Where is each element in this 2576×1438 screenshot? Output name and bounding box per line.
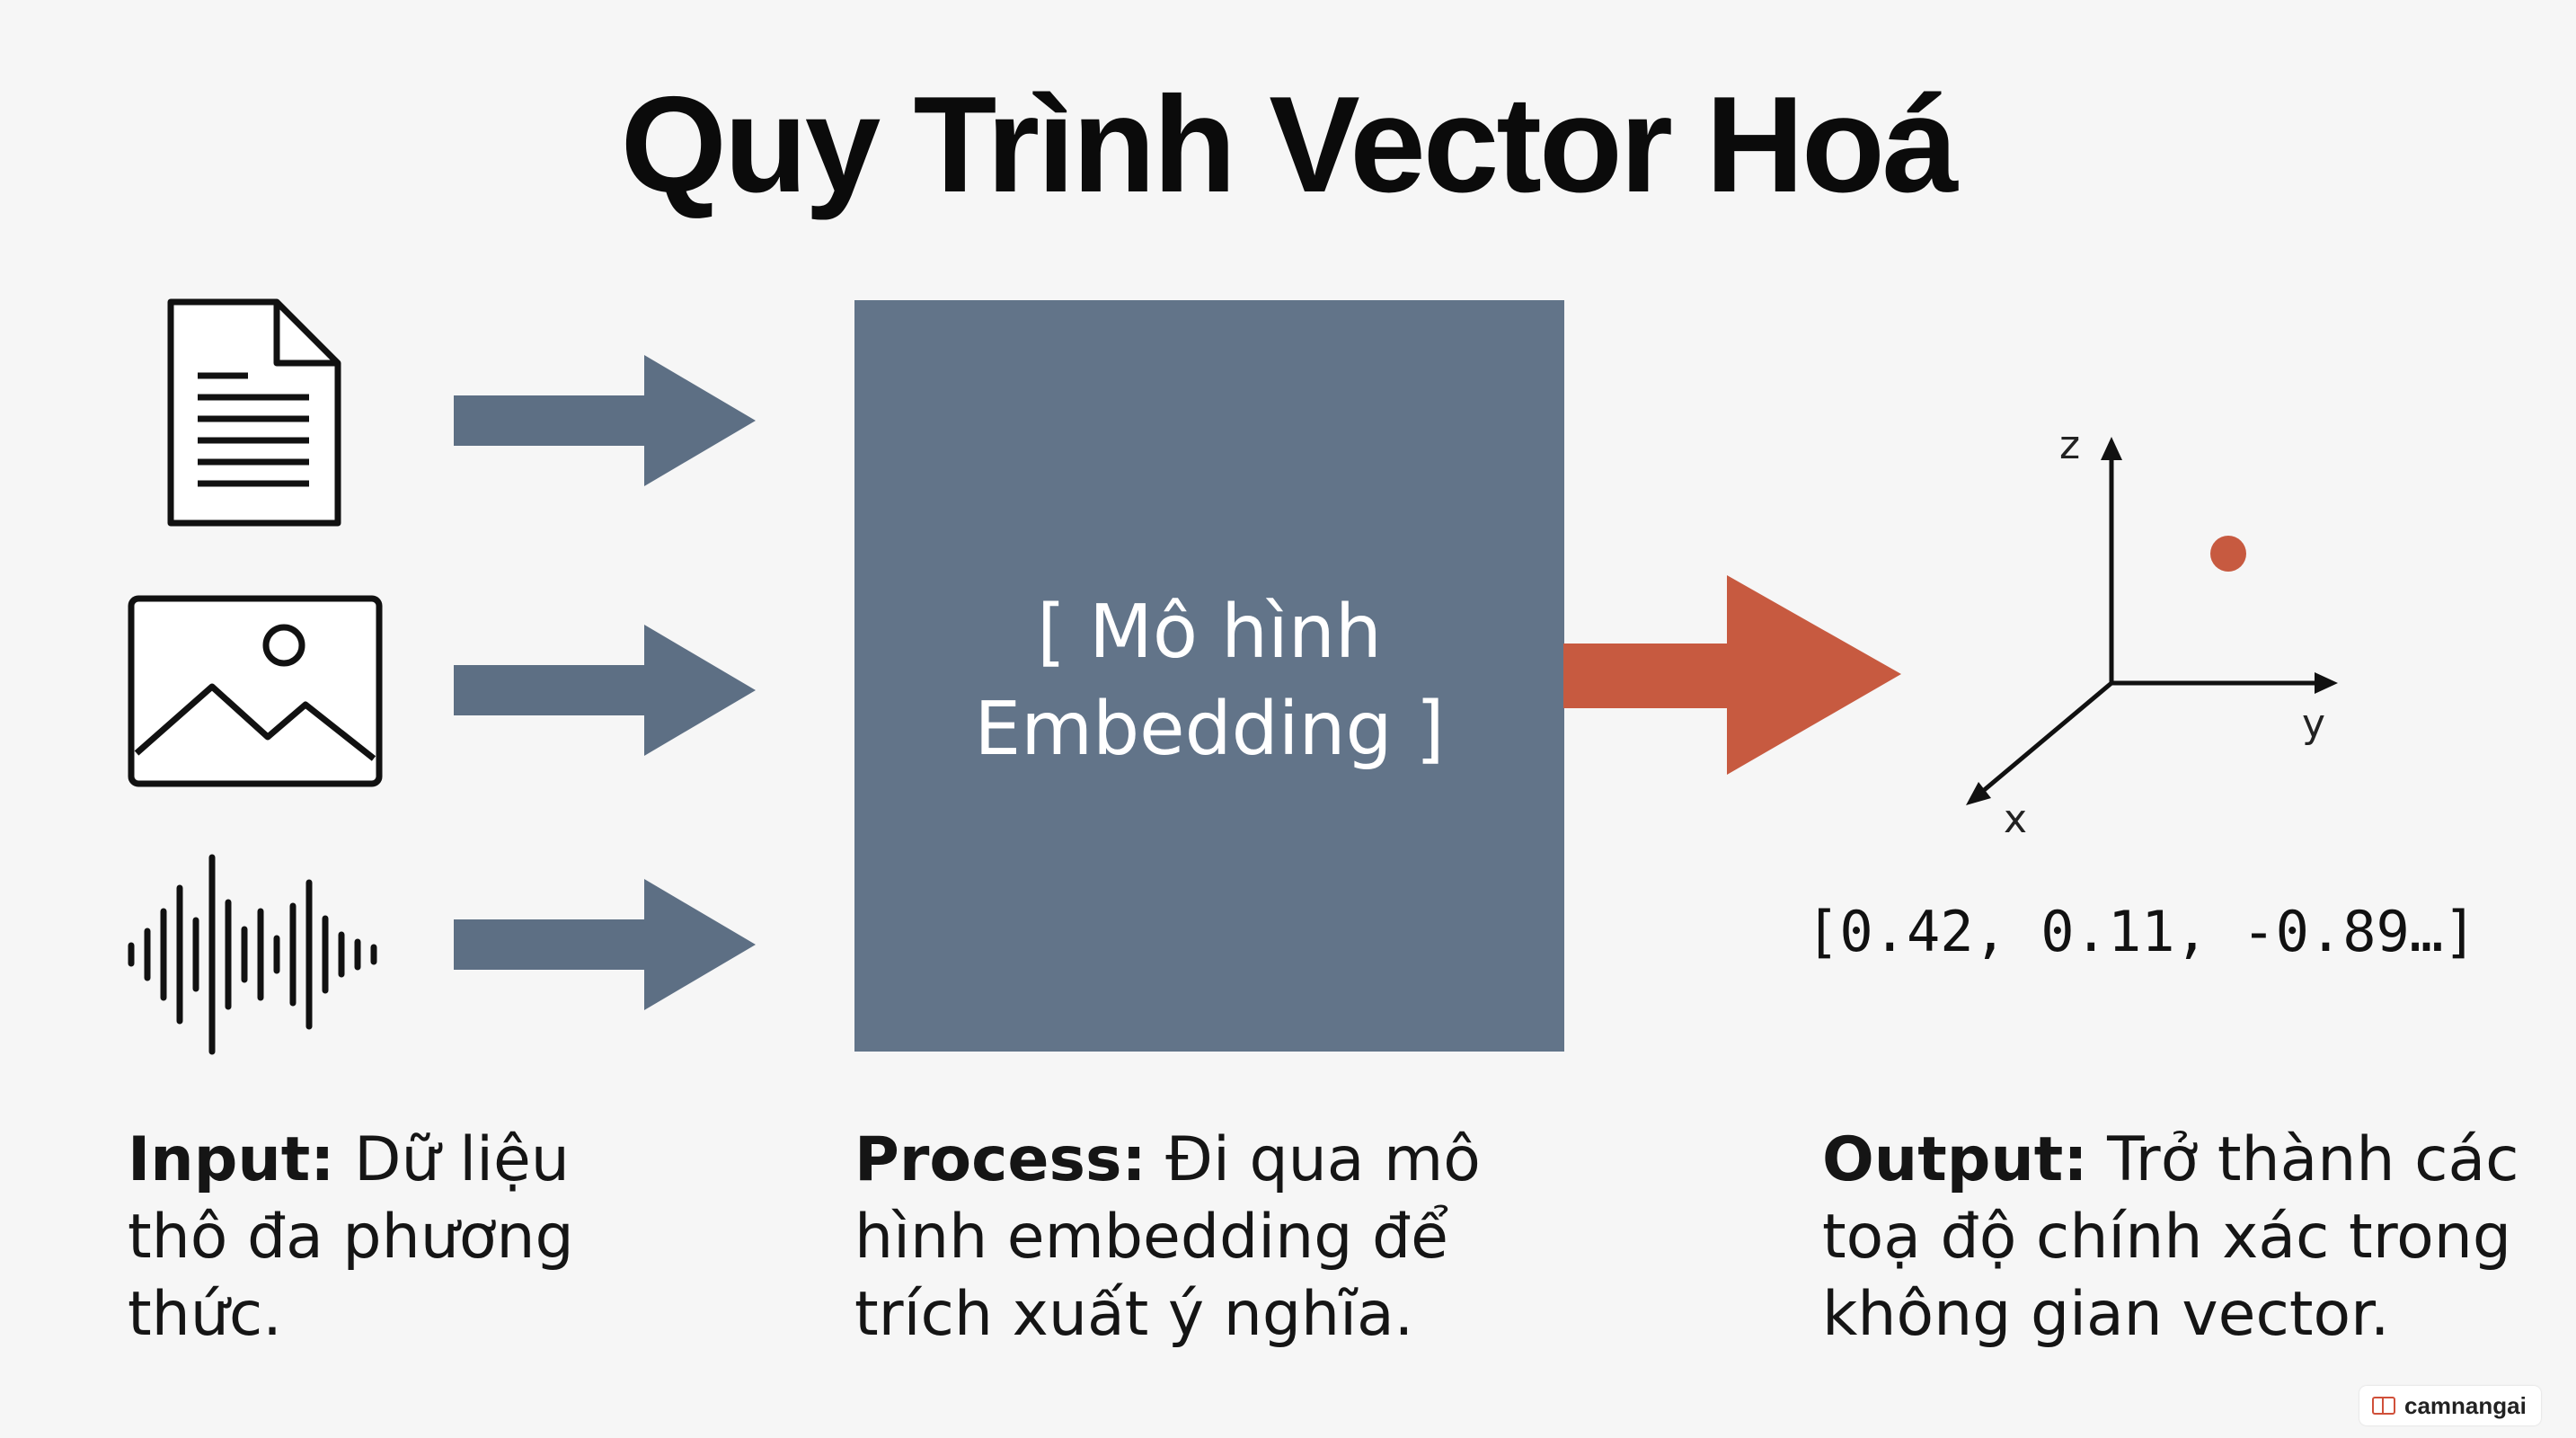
arrow-input-audio bbox=[454, 879, 756, 1010]
document-icon bbox=[167, 298, 341, 527]
image-icon bbox=[128, 595, 383, 787]
caption-process-bold: Process: bbox=[854, 1124, 1146, 1195]
model-label-line1: [ Mô hình bbox=[1037, 590, 1382, 675]
caption-input: Input: Dữ liệu thô đa phương thức. bbox=[128, 1122, 685, 1354]
y-axis-arrowhead bbox=[2315, 672, 2338, 694]
arrow-input-document bbox=[454, 355, 756, 486]
watermark-text: camnangai bbox=[2404, 1391, 2527, 1419]
diagram-title: Quy Trình Vector Hoá bbox=[620, 68, 1959, 221]
caption-input-text: Dữ liệu thô đa phương thức. bbox=[128, 1124, 574, 1350]
x-axis-arrowhead bbox=[1966, 782, 1991, 805]
caption-output-text: Trở thành các toạ độ chính xác trong khô… bbox=[1822, 1124, 2519, 1350]
y-axis-label: y bbox=[2302, 701, 2325, 747]
book-icon bbox=[2372, 1397, 2395, 1415]
z-axis-arrowhead bbox=[2101, 437, 2122, 460]
caption-output-bold: Output: bbox=[1822, 1124, 2088, 1195]
vector-space-axes: z y x bbox=[1966, 422, 2338, 842]
caption-process: Process: Đi qua mô hình embedding để trí… bbox=[854, 1122, 1591, 1354]
watermark: camnangai bbox=[2359, 1386, 2541, 1425]
arrow-output bbox=[1563, 575, 1901, 775]
caption-process-text: Đi qua mô hình embedding để trích xuất ý… bbox=[854, 1124, 1481, 1350]
model-label-line2: Embedding ] bbox=[974, 687, 1445, 772]
vector-point bbox=[2210, 536, 2246, 572]
caption-output: Output: Trở thành các toạ độ chính xác t… bbox=[1822, 1122, 2523, 1354]
embedding-model-box bbox=[854, 300, 1564, 1052]
vector-values: [0.42, 0.11, -0.89…] bbox=[1806, 899, 2477, 964]
caption-input-bold: Input: bbox=[128, 1124, 335, 1195]
audio-waveform-icon bbox=[128, 854, 377, 1055]
arrow-input-image bbox=[454, 625, 756, 756]
embedding-model-label: [ Mô hình Embedding ] bbox=[940, 584, 1479, 778]
x-axis-label: x bbox=[2004, 796, 2027, 842]
z-axis-label: z bbox=[2059, 422, 2080, 468]
